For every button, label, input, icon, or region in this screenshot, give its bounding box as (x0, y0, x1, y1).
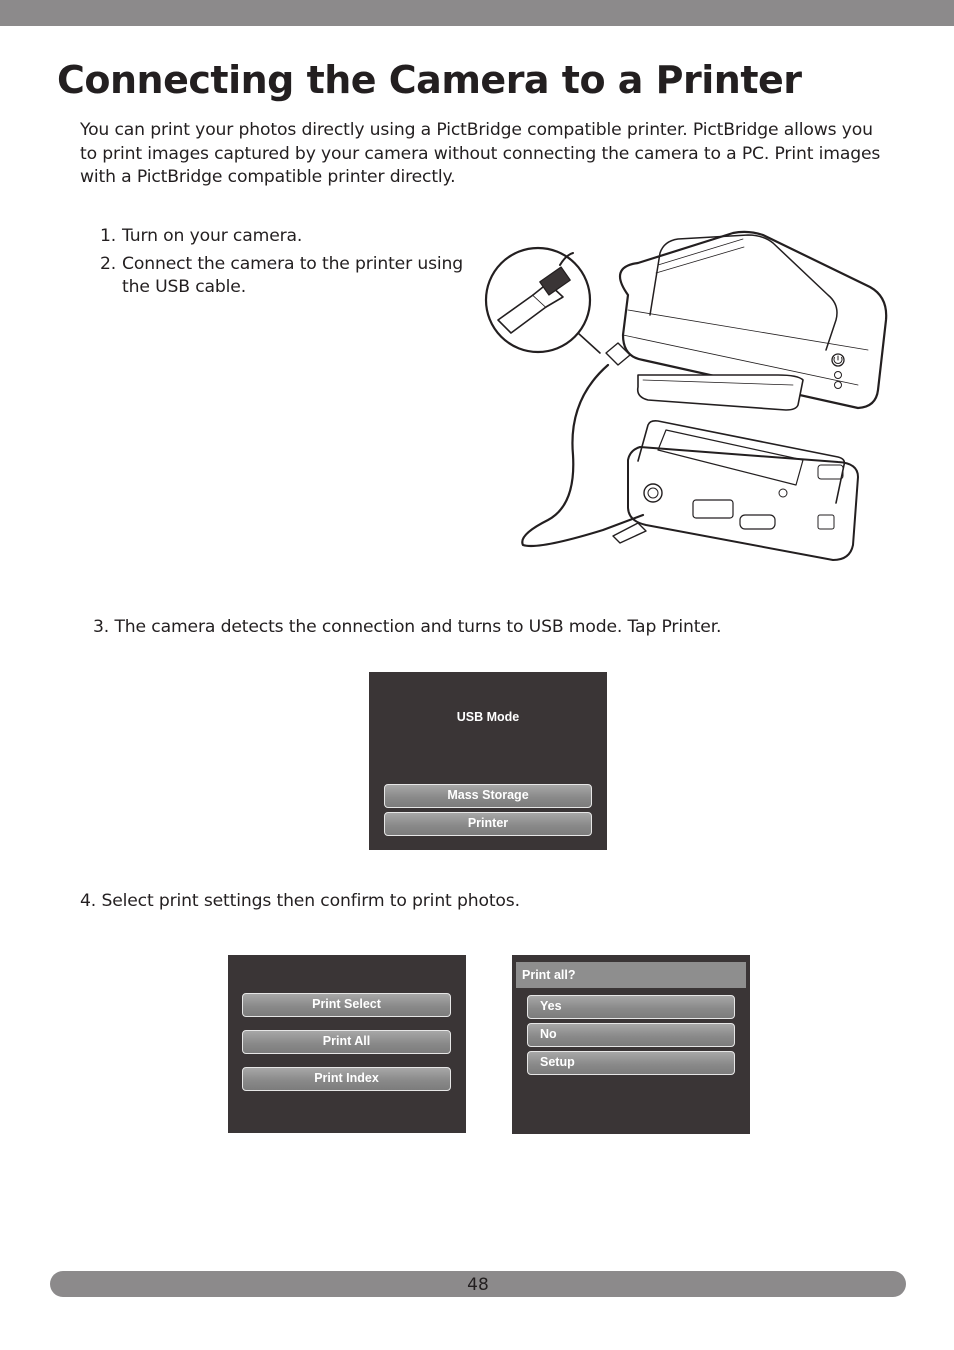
print-all-button[interactable]: Print All (242, 1030, 451, 1054)
step-2: 2. Connect the camera to the printer usi… (100, 253, 470, 299)
printer-camera-illustration (484, 230, 888, 561)
usb-mode-screen: USB Mode Mass Storage Printer (369, 672, 607, 850)
step-text: Connect the camera to the printer using … (122, 254, 464, 297)
step-text: The camera detects the connection and tu… (114, 617, 722, 637)
top-bar (0, 0, 954, 26)
step-number: 4. (80, 891, 97, 911)
step-number: 1. (100, 226, 117, 246)
print-select-button[interactable]: Print Select (242, 993, 451, 1017)
printer-button[interactable]: Printer (384, 812, 592, 836)
step-3: 3. The camera detects the connection and… (93, 617, 722, 637)
step-text: Select print settings then confirm to pr… (101, 891, 520, 911)
page-number: 48 (467, 1275, 489, 1295)
step-text: Turn on your camera. (122, 226, 303, 246)
no-button[interactable]: No (527, 1023, 735, 1047)
footer-bar: 48 (50, 1271, 906, 1297)
step-number: 3. (93, 617, 110, 637)
step-1: 1. Turn on your camera. (100, 225, 470, 248)
print-index-button[interactable]: Print Index (242, 1067, 451, 1091)
printer-illustration (618, 230, 888, 411)
setup-button[interactable]: Setup (527, 1051, 735, 1075)
usb-mode-title: USB Mode (456, 710, 520, 724)
print-all-header: Print all? (516, 962, 746, 988)
page-title: Connecting the Camera to a Printer (57, 58, 802, 102)
steps-list: 1. Turn on your camera. 2. Connect the c… (100, 225, 470, 304)
intro-paragraph: You can print your photos directly using… (80, 120, 881, 187)
camera-illustration (627, 420, 859, 561)
print-all-confirm-screen: Print all? Yes No Setup (512, 955, 750, 1134)
step-number: 2. (100, 254, 117, 274)
print-options-screen: Print Select Print All Print Index (228, 955, 466, 1133)
usb-plug-icon (497, 266, 571, 334)
yes-button[interactable]: Yes (527, 995, 735, 1019)
mass-storage-button[interactable]: Mass Storage (384, 784, 592, 808)
power-icon (833, 355, 843, 364)
step-4: 4. Select print settings then confirm to… (80, 891, 520, 911)
